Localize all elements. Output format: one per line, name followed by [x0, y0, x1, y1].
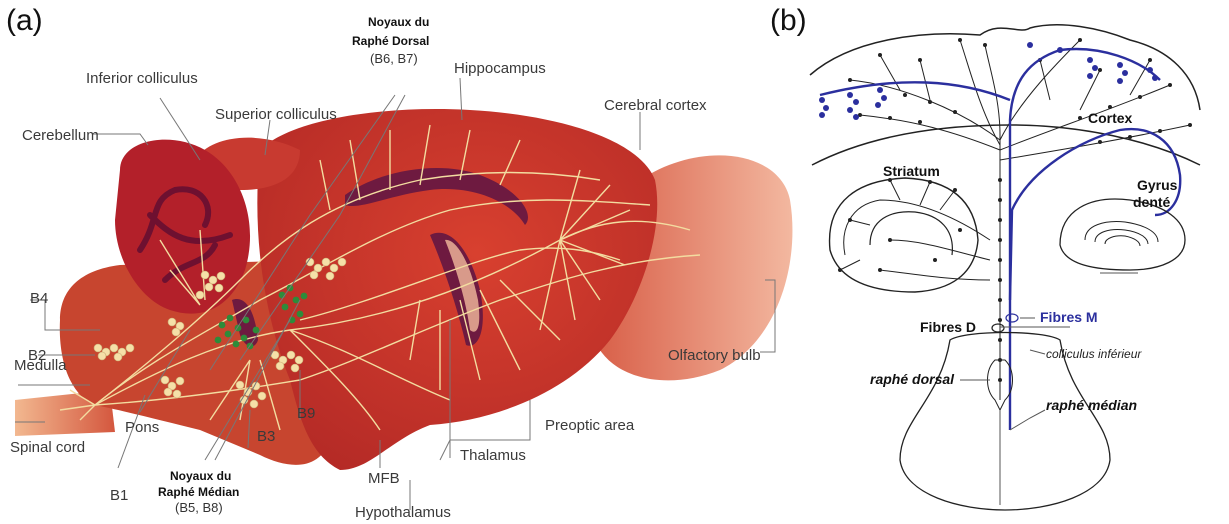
label-b1: B1	[110, 487, 128, 504]
label-gyrus-1: Gyrus	[1137, 177, 1178, 193]
label-raphe-dorsal: raphé dorsal	[870, 371, 955, 387]
label-fibres-d: Fibres D	[920, 319, 976, 335]
label-raphe-median-groups: (B5, B8)	[175, 500, 223, 515]
label-b4: B4	[30, 290, 48, 307]
label-raphe-median: raphé médian	[1046, 397, 1137, 413]
fibres-m-bundle	[1006, 314, 1018, 322]
label-pons: Pons	[125, 419, 159, 436]
label-cerebral-cortex: Cerebral cortex	[604, 97, 707, 114]
striatum-inner	[870, 212, 952, 255]
label-b3: B3	[257, 428, 275, 445]
label-inferior-colliculus: Inferior colliculus	[86, 70, 198, 87]
label-raphe-median-2: Raphé Médian	[158, 485, 239, 499]
label-colliculus: colliculus inférieur	[1046, 347, 1142, 361]
d-fibers-cortex	[850, 40, 1190, 400]
label-thalamus: Thalamus	[460, 447, 526, 464]
label-mfb: MFB	[368, 470, 400, 487]
label-raphe-dorsal-groups: (B6, B7)	[370, 51, 418, 66]
label-gyrus-2: denté	[1133, 194, 1171, 210]
label-preoptic-area: Preoptic area	[545, 417, 635, 434]
label-spinal-cord: Spinal cord	[10, 439, 85, 456]
label-fibres-m: Fibres M	[1040, 309, 1098, 325]
striatum-fibers	[840, 180, 990, 280]
label-superior-colliculus: Superior colliculus	[215, 106, 337, 123]
panel-b-diagram	[810, 25, 1200, 510]
label-cerebellum: Cerebellum	[22, 127, 99, 144]
label-cortex: Cortex	[1088, 110, 1133, 126]
label-hypothalamus: Hypothalamus	[355, 504, 451, 521]
label-b2: B2	[28, 347, 46, 364]
panel-b-labels: Cortex Striatum Gyrus denté Fibres D Fib…	[870, 110, 1178, 413]
label-raphe-median-1: Noyaux du	[170, 469, 231, 483]
label-striatum: Striatum	[883, 163, 940, 179]
label-olfactory-bulb: Olfactory bulb	[668, 347, 761, 364]
label-raphe-dorsal-1: Noyaux du	[368, 15, 429, 29]
panel-a-brain	[15, 109, 792, 470]
label-b9: B9	[297, 405, 315, 422]
label-raphe-dorsal-2: Raphé Dorsal	[352, 34, 429, 48]
fibres-d-bundle	[992, 324, 1004, 332]
striatum-outline	[830, 178, 978, 292]
label-hippocampus: Hippocampus	[454, 60, 546, 77]
gyrus-layers	[1085, 222, 1158, 246]
